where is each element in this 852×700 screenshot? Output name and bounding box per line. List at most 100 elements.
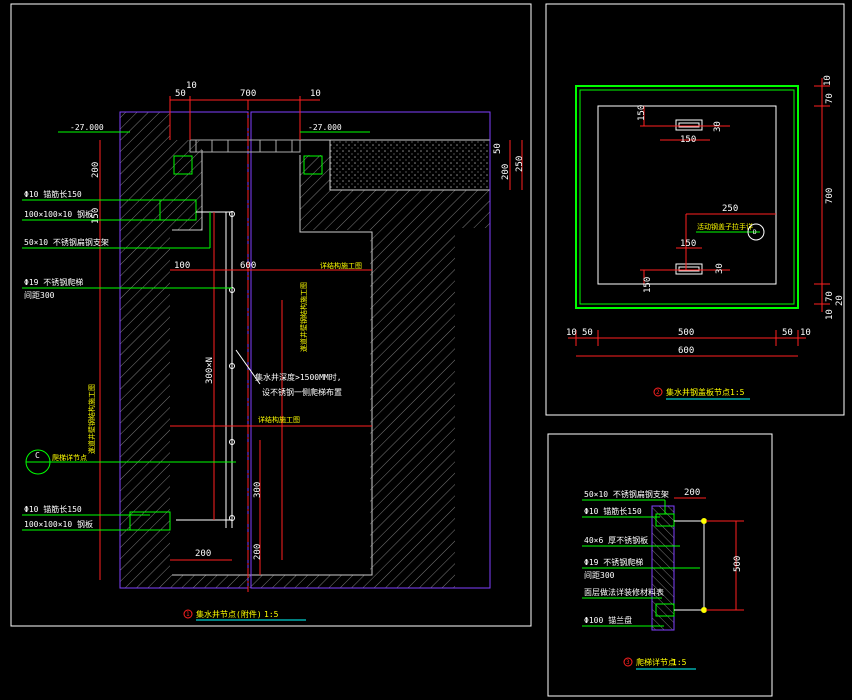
plan-dim-600: 600 <box>678 346 694 356</box>
annot-mid: 详结构施工图 <box>258 415 300 424</box>
ladder-note-1: 集水井深度>1500MM时, <box>255 372 342 382</box>
title-plan: 集水井钢盖板节点 <box>666 387 730 397</box>
note-vertical-center: 遂道井壁钢结构施工图 <box>299 282 308 352</box>
dim-right-250: 250 <box>515 156 525 172</box>
ladder-label-finish: 面层做法详装修材料表 <box>584 587 664 597</box>
ladder-label-flat-bar: 50×10 不锈钢扁钢支架 <box>584 489 669 499</box>
main-frame <box>10 3 532 627</box>
annot-top: 详结构施工图 <box>320 261 362 270</box>
dim-left-200: 200 <box>91 162 101 178</box>
bottom-slab <box>170 575 370 588</box>
plan-panel: 150 30 150 250 150 150 30 活动钢盖子拉手详 D 10 … <box>545 3 845 416</box>
ladder-frame <box>547 433 773 697</box>
plan-dim-bot-500: 500 <box>678 328 694 338</box>
dim-bottom-200-v: 200 <box>253 544 263 560</box>
label-anchor-1: Φ10 锚筋长150 <box>24 189 82 199</box>
dim-left-150: 150 <box>91 208 101 224</box>
purple-outline-right <box>250 111 491 589</box>
plan-frame <box>545 3 845 416</box>
rung-bottom <box>701 607 707 613</box>
level-left: -27.000 <box>70 123 104 132</box>
floor-slab <box>330 140 490 190</box>
title-plan-scale: 1:5 <box>730 388 745 397</box>
ladder-label-anchor: Φ10 锚筋长150 <box>584 506 642 516</box>
ladder-label-spacing: 间距300 <box>584 571 615 580</box>
plan-dim-right-70-bot: 70 <box>825 291 835 302</box>
left-wall <box>120 112 170 588</box>
left-upper-wall <box>170 140 202 230</box>
plan-marker-d <box>747 223 765 241</box>
plan-outer <box>575 85 799 309</box>
title-ladder: 爬梯详节点 <box>636 657 676 667</box>
plan-dim-bot-10-right: 10 <box>800 328 811 338</box>
dim-bottom-200-h: 200 <box>195 549 211 559</box>
plan-dim-right-70-top: 70 <box>825 93 835 104</box>
plan-note: 活动钢盖子拉手详 <box>697 222 753 231</box>
ladder-label-plate: 40×6 厚不锈钢板 <box>584 535 648 545</box>
title-marker-plan-num: 2 <box>656 389 660 396</box>
cover-grate <box>189 139 301 153</box>
plan-dim-top-30: 30 <box>713 121 723 132</box>
title-marker-plan <box>653 387 663 397</box>
title-main-scale: 1:5 <box>264 610 279 619</box>
ladder-detail-panel: 200 500 50×10 不锈钢扁钢支架 Φ10 锚筋长150 40×6 厚不… <box>547 433 773 697</box>
label-ladder: Φ19 不锈钢爬梯 <box>24 277 83 287</box>
label-flat-bar: 50×10 不锈钢扁钢支架 <box>24 237 109 247</box>
right-wall <box>300 155 490 588</box>
ladder-note-2: 设不锈钢一侧爬梯布置 <box>262 387 342 397</box>
dim-bottom-300: 300 <box>253 482 263 498</box>
marker-c-text: 爬梯详节点 <box>52 453 87 462</box>
dim-100: 100 <box>174 261 190 271</box>
plan-dim-bot-150: 150 <box>643 277 653 293</box>
ladder-dim-200: 200 <box>684 488 700 498</box>
leader-lines <box>22 199 236 531</box>
plan-dim-bot-50-left: 50 <box>582 328 593 338</box>
angle-steel-right <box>303 155 323 175</box>
note-vertical-left: 遂道井壁钢结构施工图 <box>87 384 96 454</box>
purple-outline-left <box>119 111 249 589</box>
plan-marker-d-label: D <box>753 229 757 236</box>
dim-50: 50 <box>175 89 186 99</box>
title-marker-ladder <box>623 657 633 667</box>
ladder-label-ladder: Φ19 不锈钢爬梯 <box>584 557 643 567</box>
handle-bottom <box>675 263 703 275</box>
dim-600: 600 <box>240 261 256 271</box>
label-plate-1: 100×100×10 钢板 <box>24 209 93 219</box>
plan-dim-mid-150: 150 <box>680 239 696 249</box>
plan-dim-bot-30: 30 <box>715 263 725 274</box>
dim-right-200: 200 <box>501 164 511 180</box>
title-marker-ladder-num: 3 <box>626 659 630 666</box>
label-anchor-2: Φ10 锚筋长150 <box>24 504 82 514</box>
dim-10-left: 10 <box>186 81 197 91</box>
dim-700: 700 <box>240 89 256 99</box>
plan-dim-bot-50-right: 50 <box>782 328 793 338</box>
title-ladder-scale: 1:5 <box>672 658 687 667</box>
title-marker-main-num: 1 <box>186 611 190 618</box>
plan-dim-right-20: 20 <box>835 295 845 306</box>
ladder-label-flange: Φ100 锚兰盘 <box>584 615 632 625</box>
angle-steel-left <box>173 155 193 175</box>
plan-dim-right-700: 700 <box>825 188 835 204</box>
plan-dim-right-10-bot: 10 <box>825 309 835 320</box>
plan-dim-top-150: 150 <box>680 135 696 145</box>
label-plate-2: 100×100×10 钢板 <box>24 519 93 529</box>
label-spacing: 间距300 <box>24 291 55 300</box>
ladder-leaders <box>582 499 700 627</box>
title-main: 集水井节点(附件) <box>196 609 262 619</box>
main-section-panel: 50 10 700 10 -27.000 -27.000 50 200 250 … <box>10 3 532 627</box>
plan-dim-250: 250 <box>722 204 738 214</box>
plan-dim-right-10-top: 10 <box>823 75 833 86</box>
rung-top <box>701 518 707 524</box>
title-marker-main <box>183 609 193 619</box>
level-right: -27.000 <box>308 123 342 132</box>
ladder-dim-500: 500 <box>733 556 743 572</box>
handle-top <box>675 119 703 131</box>
marker-c-label: C <box>35 451 40 460</box>
dim-right-50: 50 <box>493 143 503 154</box>
plan-dim-top-150v: 150 <box>637 105 647 121</box>
dim-10-right: 10 <box>310 89 321 99</box>
plan-inner <box>597 105 777 285</box>
plan-dim-bot-10-left: 10 <box>566 328 577 338</box>
dim-300n: 300×N <box>205 357 215 384</box>
